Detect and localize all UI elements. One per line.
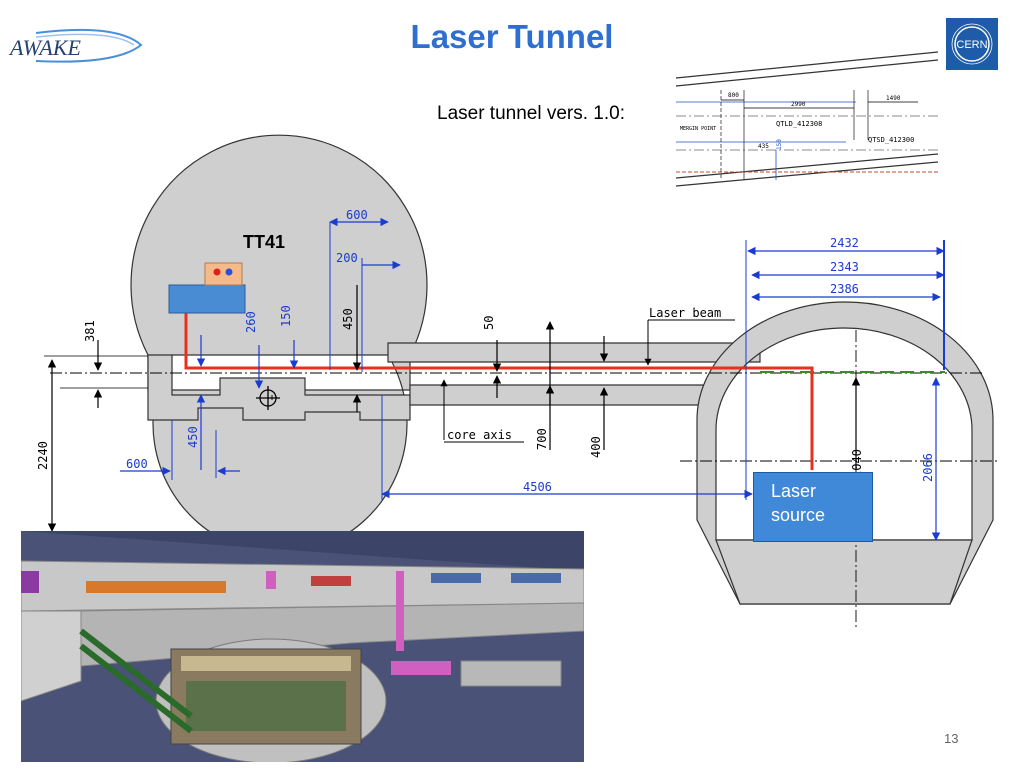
dim-2386: 2386 (830, 282, 859, 296)
dim-4506: 4506 (523, 480, 552, 494)
page-number: 13 (944, 731, 959, 746)
laser-beam-label: Laser beam (649, 306, 721, 320)
inset-label-qtsd: QTSD_412300 (868, 136, 914, 144)
cad-green-pipe-2 (79, 643, 193, 734)
dim-2240: 2240 (36, 441, 50, 470)
laser-room-floor (715, 539, 973, 605)
cern-logo: CERN (946, 18, 998, 70)
laser-head-blue-dot (225, 268, 233, 276)
inset-label-150: 150 (776, 139, 783, 150)
cern-logo-ring-outer (951, 23, 993, 65)
cad-orange-magnet (86, 581, 226, 593)
dim-2066: 2066 (921, 453, 935, 482)
inset-label-800: 800 (728, 92, 739, 99)
inset-wall-top (676, 51, 938, 79)
dim-2040: 2040 (850, 449, 864, 478)
inset-plan-drawing: 800 2990 1490 MERGIN POINT QTLD_412308 Q… (676, 50, 938, 190)
laser-tunnel-duct (387, 342, 761, 363)
awake-logo-swoosh (35, 28, 143, 63)
tt41-floor (147, 354, 411, 421)
dim-2343: 2343 (830, 260, 859, 274)
dim-600-bottom: 600 (126, 457, 148, 471)
cad-red-element (311, 576, 351, 586)
dim-450-bottom: 450 (186, 426, 200, 448)
dim-450-right: 450 (341, 308, 355, 330)
tt41-tunnel-wall (130, 134, 428, 554)
dim-2432: 2432 (830, 236, 859, 250)
cern-logo-ring (954, 26, 990, 62)
cad-pink-pipe (396, 571, 404, 651)
cad-purple-element (21, 571, 39, 593)
cad-blue-element (431, 573, 481, 583)
dim-200: 200 (336, 251, 358, 265)
laser-source-box: Laser source (753, 472, 873, 542)
awake-logo-text: AWAKE (8, 35, 82, 60)
cad-green-pipe (79, 628, 193, 719)
core-axis-label: core axis (447, 428, 512, 442)
inset-label-435: 435 (758, 143, 769, 150)
laser-source-label-line1: Laser (771, 481, 817, 501)
dim-400: 400 (589, 436, 603, 458)
slide-title: Laser Tunnel (410, 18, 614, 55)
inset-wall-top-inner (676, 59, 938, 87)
inset-wall-bottom-inner (676, 161, 938, 187)
inset-label-1490: 1490 (886, 95, 901, 102)
laser-head (204, 262, 243, 286)
cern-logo-text: CERN (956, 39, 987, 51)
cad-wall-left (21, 610, 82, 702)
laser-source-label-line2: source (771, 505, 826, 525)
laser-table (168, 284, 246, 314)
cad-duct (460, 660, 562, 687)
cad-optical-table (181, 656, 351, 671)
dim-50: 50 (482, 316, 496, 330)
dim-600-top: 600 (346, 208, 368, 222)
cad-equipment (186, 681, 346, 731)
dim-381: 381 (83, 320, 97, 342)
dim-700: 700 (535, 428, 549, 450)
subtitle: Laser tunnel vers. 1.0: (437, 103, 625, 124)
awake-logo: AWAKE (8, 28, 143, 63)
tt41-label: TT41 (243, 232, 285, 252)
cad-pink-element (266, 571, 276, 589)
laser-head-red-dot (213, 268, 221, 276)
dim-150: 150 (279, 305, 293, 327)
cad-render-image (21, 531, 584, 762)
cad-magenta-element (391, 661, 451, 675)
inset-label-merging-point: MERGIN POINT (680, 126, 716, 132)
dim-260: 260 (244, 311, 258, 333)
cad-blue-element-2 (511, 573, 561, 583)
inset-label-2990: 2990 (791, 101, 806, 108)
inset-wall-bottom (676, 153, 938, 179)
dimension-annotations: 600 200 450 260 150 381 2240 450 600 (36, 208, 945, 541)
awake-logo-swoosh-inner (35, 33, 135, 46)
laser-tunnel-duct-floor (409, 384, 721, 406)
inset-label-qtld: QTLD_412308 (776, 120, 822, 128)
